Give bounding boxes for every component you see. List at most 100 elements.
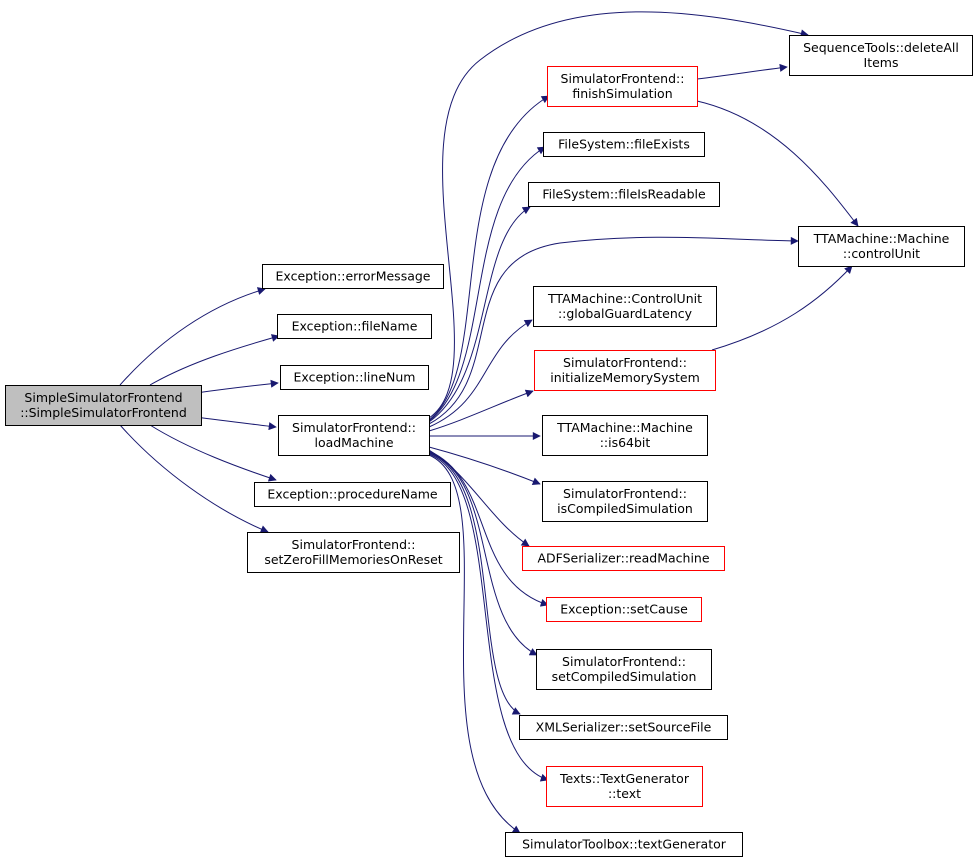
node-label: ADFSerializer::readMachine (537, 551, 709, 566)
node-label: SimulatorFrontend:: (563, 486, 687, 501)
node-box (542, 481, 708, 522)
node-label: TTAMachine::Machine (813, 231, 950, 246)
node-box (519, 715, 728, 740)
node-globalGuardLatency[interactable]: TTAMachine::ControlUnit::globalGuardLate… (533, 286, 717, 327)
node-box (798, 226, 965, 267)
node-controlUnit[interactable]: TTAMachine::Machine::controlUnit (798, 226, 965, 267)
edge-root-to-loadMachine (195, 416, 277, 431)
node-label: Texts::TextGenerator (559, 771, 690, 786)
node-label: Exception::errorMessage (276, 269, 431, 284)
edge-loadMachine-to-setSourceFile (428, 452, 521, 715)
node-label: SimulatorFrontend:: (561, 71, 685, 86)
node-is64bit[interactable]: TTAMachine::Machine::is64bit (542, 415, 708, 456)
node-box (543, 132, 705, 157)
node-label: FileSystem::fileExists (558, 137, 690, 152)
node-box (547, 66, 698, 107)
node-loadMachine[interactable]: SimulatorFrontend::loadMachine (278, 415, 430, 456)
node-label: loadMachine (314, 435, 393, 450)
edge-loadMachine-to-initializeMemorySystem (428, 389, 534, 432)
node-label: ::is64bit (600, 435, 651, 450)
node-root[interactable]: SimpleSimulatorFrontend::SimpleSimulator… (5, 385, 202, 426)
node-box (536, 649, 712, 690)
node-label: Items (864, 55, 899, 70)
node-setZeroFill[interactable]: SimulatorFrontend::setZeroFillMemoriesOn… (247, 532, 460, 573)
node-label: Exception::fileName (292, 319, 418, 334)
node-finishSimulation[interactable]: SimulatorFrontend::finishSimulation (547, 66, 698, 107)
node-readMachine[interactable]: ADFSerializer::readMachine (522, 546, 725, 571)
nodes: SimpleSimulatorFrontend::SimpleSimulator… (5, 35, 973, 857)
node-label: SimulatorFrontend:: (563, 355, 687, 370)
node-box (254, 482, 451, 507)
node-fileName[interactable]: Exception::fileName (277, 314, 432, 339)
node-setCause[interactable]: Exception::setCause (546, 597, 702, 622)
node-errorMessage[interactable]: Exception::errorMessage (262, 264, 444, 289)
edge-loadMachine-to-isCompiledSimulation (428, 446, 541, 486)
node-label: TTAMachine::ControlUnit (547, 291, 702, 306)
node-label: ::text (608, 786, 641, 801)
node-box (546, 766, 703, 807)
node-fileIsReadable[interactable]: FileSystem::fileIsReadable (528, 182, 720, 207)
node-text[interactable]: Texts::TextGenerator::text (546, 766, 703, 807)
edge-finishSimulation-to-controlUnit (696, 100, 859, 227)
node-label: SimpleSimulatorFrontend (24, 390, 182, 405)
node-label: SimulatorToolbox::textGenerator (522, 837, 727, 852)
node-label: Exception::setCause (560, 602, 688, 617)
node-label: FileSystem::fileIsReadable (542, 187, 706, 202)
node-box (277, 314, 432, 339)
node-label: SimulatorFrontend:: (292, 420, 416, 435)
node-label: initializeMemorySystem (550, 370, 700, 385)
node-fileExists[interactable]: FileSystem::fileExists (543, 132, 705, 157)
node-box (789, 35, 973, 76)
edge-loadMachine-to-controlUnit (428, 236, 799, 425)
node-box (546, 597, 702, 622)
node-isCompiledSimulation[interactable]: SimulatorFrontend::isCompiledSimulation (542, 481, 708, 522)
node-setCompiledSimulation[interactable]: SimulatorFrontend::setCompiledSimulation (536, 649, 712, 690)
node-box (262, 264, 444, 289)
node-box (280, 365, 429, 390)
node-box (278, 415, 430, 456)
node-label: SequenceTools::deleteAll (803, 40, 959, 55)
node-box (534, 350, 716, 391)
node-box (522, 546, 725, 571)
node-initializeMemorySystem[interactable]: SimulatorFrontend::initializeMemorySyste… (534, 350, 716, 391)
edge-loadMachine-to-fileIsReadable (428, 206, 531, 423)
edge-root-to-setZeroFill (119, 424, 269, 533)
node-label: ::SimpleSimulatorFrontend (20, 405, 187, 420)
edge-root-to-errorMessage (119, 287, 266, 386)
node-label: finishSimulation (572, 86, 672, 101)
node-label: isCompiledSimulation (557, 501, 693, 516)
edge-loadMachine-to-finishSimulation (428, 95, 550, 421)
edges (119, 11, 859, 834)
node-textGenerator[interactable]: SimulatorToolbox::textGenerator (505, 832, 743, 857)
edge-loadMachine-to-fileExists (428, 146, 546, 422)
node-box (542, 415, 708, 456)
edge-initializeMemorySystem-to-controlUnit (711, 265, 853, 351)
node-procedureName[interactable]: Exception::procedureName (254, 482, 451, 507)
edge-root-to-fileName (149, 334, 280, 386)
edge-loadMachine-to-setCompiledSimulation (428, 451, 538, 656)
node-box (505, 832, 743, 857)
edge-root-to-lineNum (195, 379, 279, 394)
node-label: Exception::procedureName (267, 487, 438, 502)
edge-root-to-procedureName (149, 424, 277, 482)
edge-loadMachine-to-deleteAllItems (428, 11, 809, 419)
edge-loadMachine-to-textGenerator (428, 454, 521, 834)
node-setSourceFile[interactable]: XMLSerializer::setSourceFile (519, 715, 728, 740)
node-label: ::controlUnit (843, 246, 920, 261)
node-box (533, 286, 717, 327)
edge-loadMachine-to-text (428, 453, 549, 782)
edge-finishSimulation-to-deleteAllItems (696, 63, 788, 80)
node-label: SimulatorFrontend:: (292, 537, 416, 552)
node-label: TTAMachine::Machine (556, 420, 693, 435)
node-label: SimulatorFrontend:: (562, 654, 686, 669)
node-label: XMLSerializer::setSourceFile (536, 720, 712, 735)
node-label: ::globalGuardLatency (558, 306, 693, 321)
node-box (247, 532, 460, 573)
node-label: Exception::lineNum (294, 370, 416, 385)
edge-loadMachine-to-globalGuardLatency (428, 319, 533, 428)
node-label: setCompiledSimulation (552, 669, 697, 684)
node-box (528, 182, 720, 207)
node-lineNum[interactable]: Exception::lineNum (280, 365, 429, 390)
